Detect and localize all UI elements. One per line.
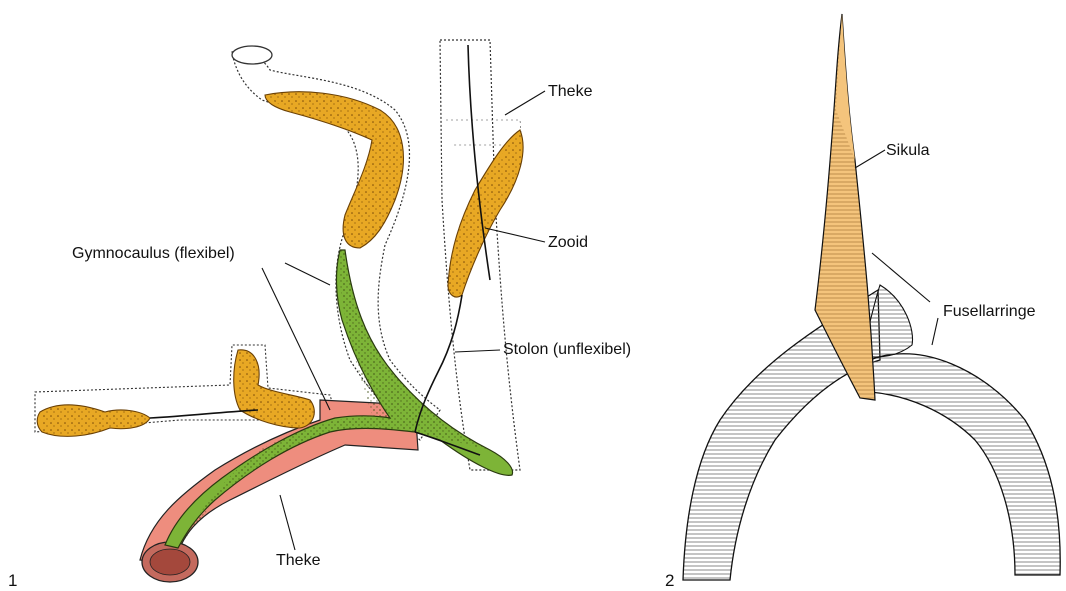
figure-2-number: 2: [665, 572, 674, 589]
figure-1-colony: [35, 40, 545, 582]
label-sikula: Sikula: [886, 143, 930, 159]
figure-2-sicula: [683, 14, 1060, 580]
label-gymnocaulus: Gymnocaulus (flexibel): [72, 246, 235, 262]
label-fusellarringe: Fusellarringe: [943, 304, 1035, 320]
theca-aperture: [142, 542, 198, 582]
label-theke-bottom: Theke: [276, 553, 320, 569]
label-stolon: Stolon (unflexibel): [503, 342, 631, 358]
label-theke-top: Theke: [548, 84, 592, 100]
right-branch: [870, 354, 1060, 575]
label-zooid: Zooid: [548, 235, 588, 251]
upper-theca-opening: [232, 46, 272, 64]
zooid-upper-curved: [265, 92, 403, 248]
figure-1-number: 1: [8, 572, 17, 589]
